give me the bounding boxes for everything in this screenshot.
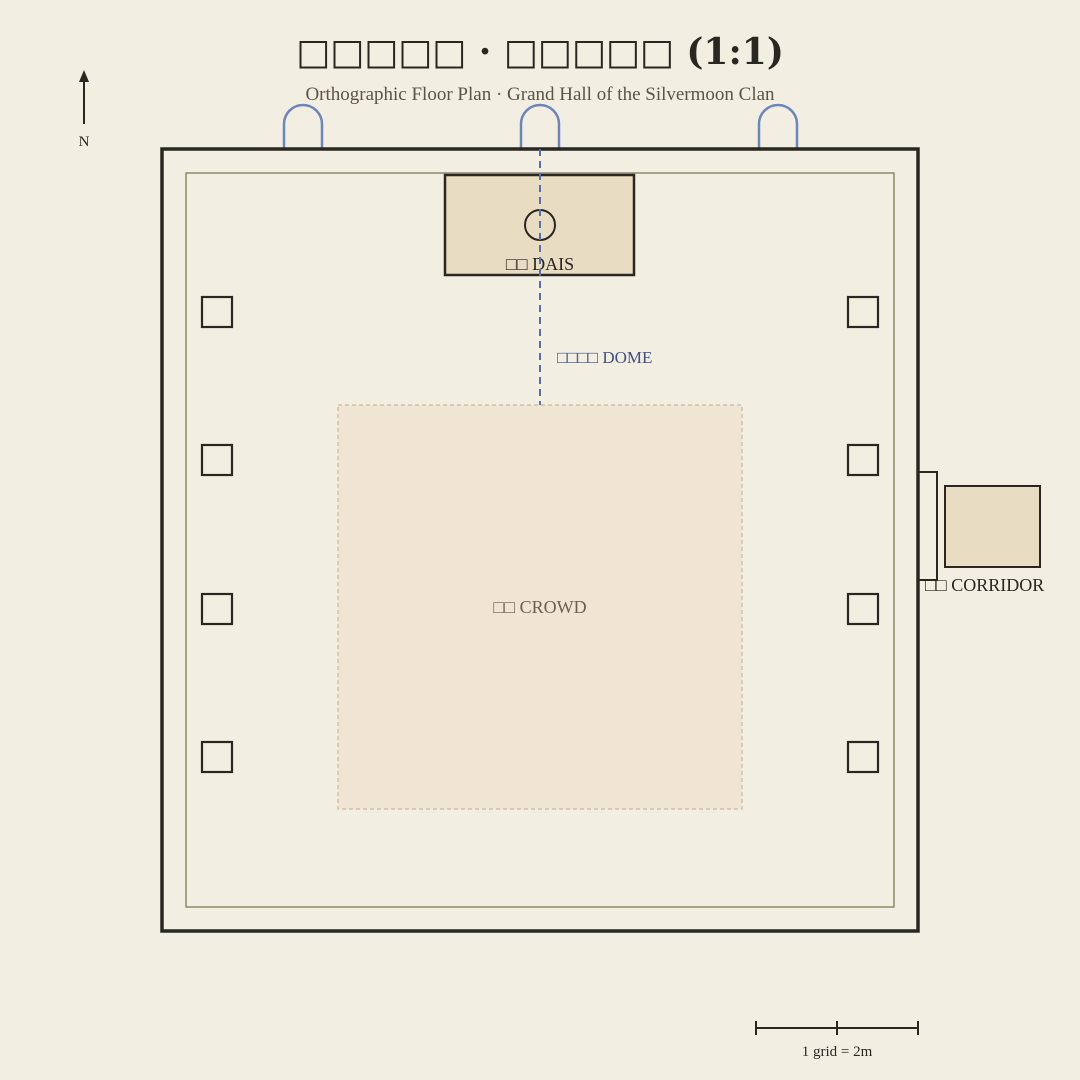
crowd-area <box>337 404 743 810</box>
dome-label: □□□□ DOME <box>557 348 652 367</box>
pillar-west-4 <box>200 740 234 774</box>
doorway-arch-center <box>519 103 561 149</box>
doorway-arch-east <box>757 103 799 149</box>
doorway-arch-west <box>282 103 324 149</box>
crowd-label: □□ CROWD <box>493 597 586 617</box>
pillar-east-2 <box>846 443 880 477</box>
scale-label: 1 grid = 2m <box>802 1044 873 1060</box>
pillar-east-3 <box>846 592 880 626</box>
pillar-west-3 <box>200 592 234 626</box>
plan-subtitle: Orthographic Floor Plan · Grand Hall of … <box>305 84 775 105</box>
pillar-east-4 <box>846 740 880 774</box>
corridor-room <box>944 485 1041 568</box>
scale-bar <box>755 1021 919 1035</box>
corridor-doorway <box>917 471 938 581</box>
north-label: N <box>79 134 90 150</box>
corridor-label: □□ CORRIDOR <box>925 575 1044 595</box>
north-arrow-icon <box>79 70 89 124</box>
pillar-west-2 <box>200 443 234 477</box>
plan-title: □□□□□ · □□□□□ (1:1) <box>296 31 784 73</box>
pillar-east-1 <box>846 295 880 329</box>
pillar-west-1 <box>200 295 234 329</box>
